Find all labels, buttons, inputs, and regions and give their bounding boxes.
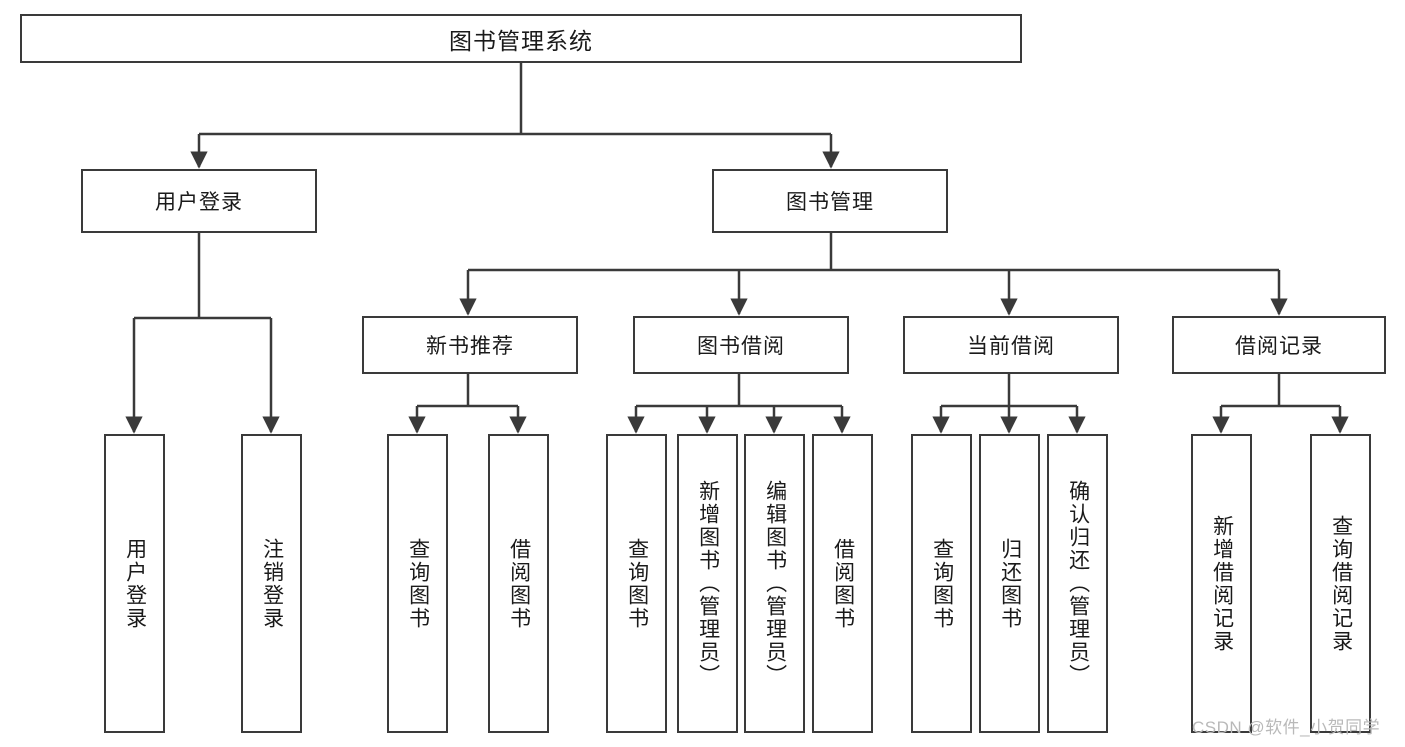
leaf-label: 借阅图书 <box>831 537 855 630</box>
leaf-current-borrow-query-book[interactable]: 查询图书 <box>911 434 972 733</box>
node-root-label: 图书管理系统 <box>449 27 593 54</box>
leaf-book-borrow-borrow-book[interactable]: 借阅图书 <box>812 434 873 733</box>
leaf-label: 编辑图书（管理员） <box>763 480 787 687</box>
watermark-text: CSDN @软件_小贺同学 <box>1192 718 1381 737</box>
leaf-label: 查询图书 <box>625 537 649 630</box>
node-user-login[interactable]: 用户登录 <box>81 169 317 233</box>
leaf-user-login-logout[interactable]: 注销登录 <box>241 434 302 733</box>
leaf-book-borrow-query-book[interactable]: 查询图书 <box>606 434 667 733</box>
leaf-user-login-login[interactable]: 用户登录 <box>104 434 165 733</box>
leaf-label: 确认归还（管理员） <box>1066 480 1090 687</box>
node-book-borrow[interactable]: 图书借阅 <box>633 316 849 374</box>
leaf-borrow-record-add-record[interactable]: 新增借阅记录 <box>1191 434 1252 733</box>
leaf-borrow-record-query-record[interactable]: 查询借阅记录 <box>1310 434 1371 733</box>
leaf-new-book-borrow-book[interactable]: 借阅图书 <box>488 434 549 733</box>
leaf-label: 归还图书 <box>998 537 1022 630</box>
node-borrow-record[interactable]: 借阅记录 <box>1172 316 1386 374</box>
leaf-current-borrow-return-book[interactable]: 归还图书 <box>979 434 1040 733</box>
node-book-borrow-label: 图书借阅 <box>697 335 785 358</box>
leaf-label: 查询图书 <box>406 537 430 630</box>
leaf-book-borrow-edit-book-admin[interactable]: 编辑图书（管理员） <box>744 434 805 733</box>
leaf-new-book-query-book[interactable]: 查询图书 <box>387 434 448 733</box>
leaf-label: 新增图书（管理员） <box>696 480 720 687</box>
leaf-current-borrow-confirm-return-admin[interactable]: 确认归还（管理员） <box>1047 434 1108 733</box>
node-root-book-management-system[interactable]: 图书管理系统 <box>20 14 1022 63</box>
node-new-book-recommend-label: 新书推荐 <box>426 335 514 358</box>
node-user-login-label: 用户登录 <box>155 191 243 214</box>
leaf-label: 借阅图书 <box>507 537 531 630</box>
node-book-management-label: 图书管理 <box>786 191 874 214</box>
leaf-label: 查询图书 <box>930 537 954 630</box>
leaf-book-borrow-add-book-admin[interactable]: 新增图书（管理员） <box>677 434 738 733</box>
leaf-label: 新增借阅记录 <box>1210 514 1234 653</box>
node-borrow-record-label: 借阅记录 <box>1235 335 1323 358</box>
node-new-book-recommend[interactable]: 新书推荐 <box>362 316 578 374</box>
node-current-borrow-label: 当前借阅 <box>967 335 1055 358</box>
leaf-label: 用户登录 <box>123 537 147 630</box>
node-current-borrow[interactable]: 当前借阅 <box>903 316 1119 374</box>
leaf-label: 查询借阅记录 <box>1329 514 1353 653</box>
leaf-label: 注销登录 <box>260 537 284 630</box>
node-book-management[interactable]: 图书管理 <box>712 169 948 233</box>
